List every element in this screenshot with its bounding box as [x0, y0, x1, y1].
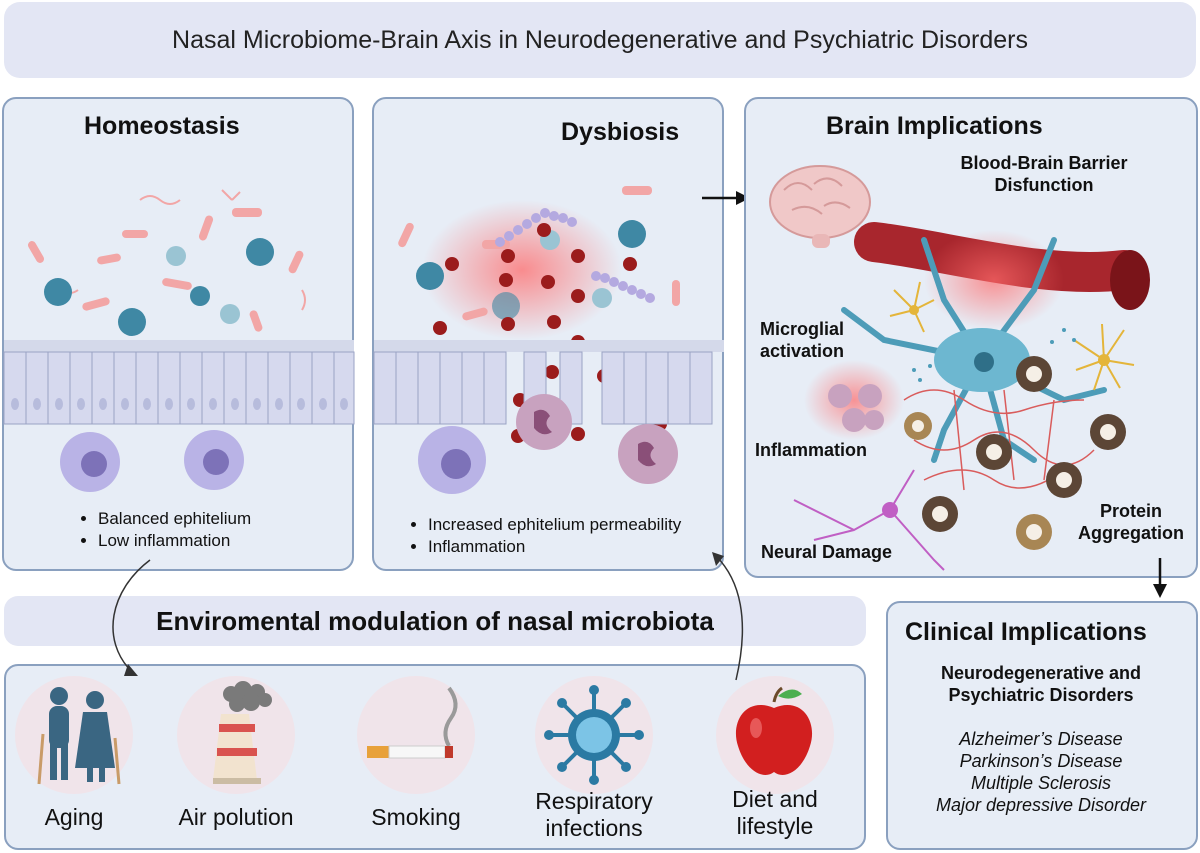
- factor-circle: [716, 676, 834, 794]
- factor-circle: [535, 676, 653, 794]
- factor-smoking: Smoking: [357, 676, 475, 830]
- factor-label: Diet and lifestyle: [732, 786, 818, 839]
- virus-icon: [544, 685, 644, 785]
- homeostasis-title: Homeostasis: [84, 112, 240, 140]
- dysbiosis-bullet: Increased ephitelium permeability: [428, 514, 681, 536]
- factor-air-pollution: Air polution: [177, 676, 295, 830]
- bbb-label: Blood-Brain Barrier Disfunction: [960, 153, 1128, 195]
- dysbiosis-bullet: Inflammation: [428, 536, 681, 558]
- protein-aggregation-label: Protein Aggregation: [1078, 501, 1184, 543]
- factory-smoke-icon: [213, 681, 272, 784]
- factor-label: Aging: [44, 804, 104, 830]
- homeostasis-bullet: Low inflammation: [98, 530, 251, 552]
- factor-diet-lifestyle: Diet and lifestyle: [716, 676, 834, 839]
- microglia-label: Microglial activation: [760, 319, 845, 361]
- clinical-panel: [886, 601, 1198, 850]
- disease-list: Alzheimer’s Disease Parkinson’s Disease …: [888, 728, 1194, 816]
- disease-item: Parkinson’s Disease: [959, 751, 1123, 771]
- factor-label: Respiratory infections: [535, 788, 653, 841]
- clinical-subtitle: Neurodegenerative and Psychiatric Disord…: [940, 663, 1142, 705]
- homeostasis-illustration: [3, 189, 355, 492]
- brain-to-clinical-arrow: [1153, 558, 1167, 598]
- disease-item: Major depressive Disorder: [935, 795, 1147, 815]
- header-bar: Nasal Microbiome-Brain Axis in Neurodege…: [4, 2, 1196, 78]
- apple-icon: [735, 686, 813, 775]
- dysbiosis-to-brain-arrow: [702, 191, 750, 205]
- brain-illustration: [769, 165, 1150, 571]
- factor-respiratory-infections: Respiratory infections: [535, 676, 653, 841]
- factor-label: Air polution: [178, 804, 294, 830]
- neural-damage-label: Neural Damage: [761, 542, 893, 562]
- environment-title-bar: Enviromental modulation of nasal microbi…: [4, 596, 866, 646]
- brain-title: Brain Implications: [826, 112, 1043, 140]
- dysbiosis-title: Dysbiosis: [561, 118, 680, 146]
- disease-item: Alzheimer’s Disease: [959, 729, 1123, 749]
- dysbiosis-illustration: [373, 186, 724, 494]
- environment-title: Enviromental modulation of nasal microbi…: [156, 605, 714, 636]
- cigarette-icon: [367, 686, 458, 759]
- factor-label: Smoking: [371, 804, 461, 830]
- homeostasis-bullet: Balanced ephitelium: [98, 508, 251, 530]
- inflammation-label: Inflammation: [755, 440, 868, 460]
- elderly-couple-icon: [37, 687, 121, 785]
- factor-circle: [357, 676, 475, 794]
- page-title: Nasal Microbiome-Brain Axis in Neurodege…: [172, 25, 1028, 54]
- brain-icon: [769, 165, 871, 248]
- factor-circle: [15, 676, 133, 794]
- clinical-title: Clinical Implications: [905, 618, 1147, 646]
- homeostasis-panel: [2, 97, 354, 571]
- disease-item: Multiple Sclerosis: [970, 773, 1112, 793]
- homeostasis-bullets: Balanced ephitelium Low inflammation: [76, 508, 251, 552]
- factor-aging: Aging: [15, 676, 133, 830]
- factor-circle: [177, 676, 295, 794]
- dysbiosis-bullets: Increased ephitelium permeability Inflam…: [406, 514, 681, 558]
